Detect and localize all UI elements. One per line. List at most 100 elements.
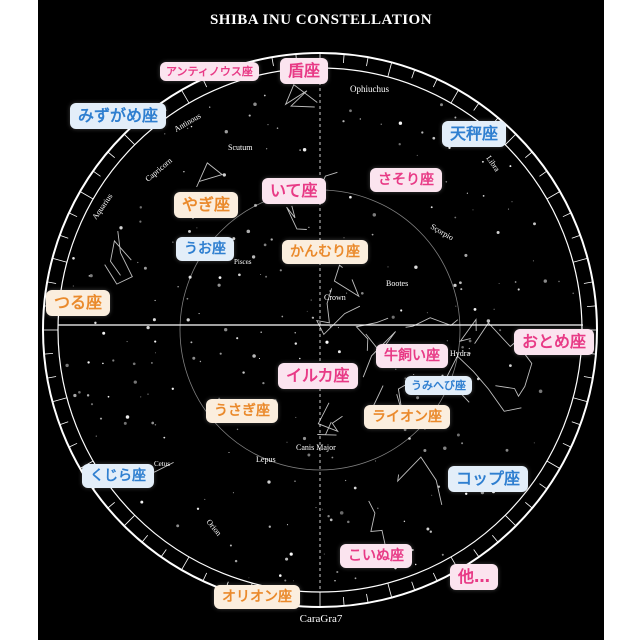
star: [232, 492, 234, 494]
star: [102, 331, 106, 335]
tag-aquarius: みずがめ座: [70, 103, 167, 129]
degree-tick: [546, 191, 561, 200]
star: [533, 442, 535, 444]
star: [267, 124, 269, 126]
degree-tick: [583, 281, 593, 284]
star: [543, 279, 547, 283]
star: [400, 309, 403, 312]
star: [72, 285, 74, 287]
star: [343, 237, 345, 239]
star: [87, 361, 90, 364]
label-aquarius: Aquarius: [90, 192, 114, 221]
star: [284, 579, 287, 582]
star: [102, 362, 104, 365]
star: [413, 373, 415, 376]
star: [177, 286, 179, 288]
degree-tick: [271, 57, 274, 67]
star: [112, 359, 115, 362]
star: [466, 192, 468, 194]
star: [511, 201, 513, 203]
degree-tick: [571, 234, 581, 239]
star: [454, 116, 457, 119]
star: [344, 479, 347, 482]
degree-tick: [432, 572, 438, 582]
degree-tick: [572, 257, 588, 263]
constellation-line: [315, 288, 361, 336]
star: [453, 283, 457, 288]
star: [266, 148, 268, 150]
label-scutum: Scutum: [228, 143, 253, 152]
tag-serpens: うみへび座: [405, 376, 472, 395]
star: [329, 518, 333, 522]
star: [461, 442, 464, 445]
constellation-line: [104, 231, 133, 285]
star: [172, 241, 174, 243]
star: [186, 297, 189, 300]
degree-tick: [473, 549, 480, 558]
star: [509, 364, 512, 367]
constellation-line: [317, 402, 343, 433]
star: [147, 393, 149, 395]
star: [183, 171, 185, 173]
star: [496, 230, 500, 235]
star: [95, 435, 97, 437]
star: [267, 480, 271, 484]
degree-tick: [525, 501, 533, 509]
degree-tick: [473, 102, 480, 111]
star: [265, 275, 268, 278]
star: [279, 269, 282, 272]
star: [354, 577, 357, 580]
constellation-line: [459, 318, 477, 342]
star: [331, 456, 334, 459]
tag-virgo: おとめ座: [514, 329, 595, 355]
star: [481, 160, 484, 163]
label-canis-major: Canis Major: [296, 443, 336, 452]
star: [242, 371, 245, 374]
star: [154, 352, 156, 354]
star: [150, 361, 153, 364]
star: [464, 492, 468, 496]
star: [285, 557, 289, 561]
star: [456, 433, 460, 437]
star: [411, 548, 414, 552]
star: [443, 446, 447, 451]
star: [493, 308, 495, 310]
star: [468, 339, 472, 343]
star: [376, 507, 379, 510]
star: [126, 341, 128, 343]
degree-tick: [562, 212, 572, 218]
star: [349, 109, 352, 113]
star: [441, 553, 444, 556]
tag-cetus: くじら座: [82, 464, 154, 488]
star: [224, 328, 228, 332]
constellation-line: [495, 354, 533, 398]
star: [310, 299, 312, 301]
star: [248, 263, 250, 264]
star: [268, 525, 271, 528]
star: [107, 395, 110, 398]
star: [308, 226, 310, 228]
label-scorpio: Scorpio: [429, 222, 455, 242]
degree-tick: [583, 376, 593, 379]
star: [164, 133, 166, 135]
star: [234, 559, 238, 563]
star: [426, 527, 430, 531]
tag-orion: オリオン座: [214, 585, 300, 609]
star: [372, 213, 377, 217]
degree-tick: [52, 397, 68, 403]
degree-tick: [505, 133, 517, 145]
label-capricorn: Capricorn: [144, 156, 174, 183]
constellation-chart: Ophiuchus Antinous Scutum Capricorn Aqua…: [42, 52, 598, 608]
star: [196, 227, 198, 229]
star: [143, 266, 147, 270]
star: [307, 453, 311, 457]
star: [229, 544, 232, 547]
star: [353, 486, 357, 490]
star: [294, 480, 296, 483]
star: [123, 421, 127, 425]
star: [190, 341, 193, 344]
star: [416, 396, 420, 400]
degree-tick: [562, 442, 572, 448]
star: [371, 233, 374, 236]
degree-tick: [47, 281, 57, 284]
